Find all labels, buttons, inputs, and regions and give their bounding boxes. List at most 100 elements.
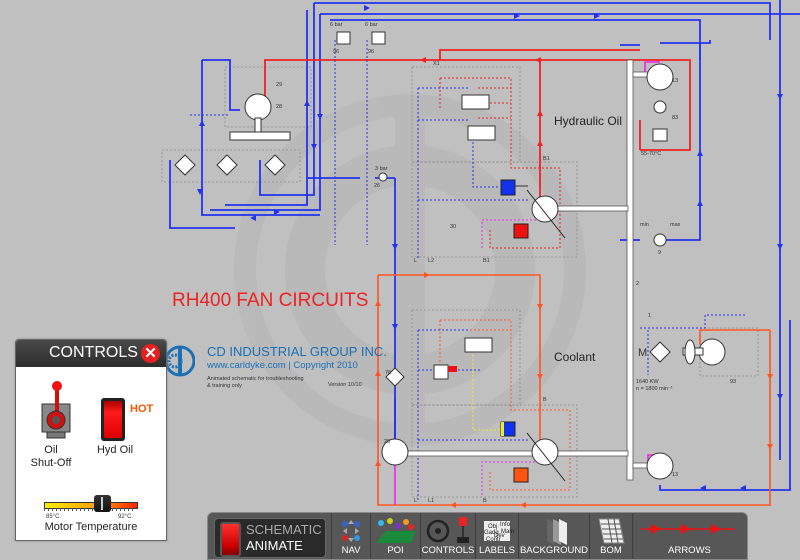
mode-animate-label: ANIMATE	[246, 538, 303, 553]
label-96-right: 96	[368, 49, 374, 55]
label-3bar: 3 bar	[375, 166, 388, 172]
valve-hyd-1	[461, 94, 490, 110]
coolant-lines	[377, 274, 771, 506]
suction-pilot-lines	[481, 219, 545, 495]
label-b-bottom: B	[483, 498, 487, 504]
cylinder-orange-coolant	[513, 467, 529, 483]
svg-text:Obj: Obj	[488, 524, 497, 530]
cylinder-blue-hyd	[500, 179, 528, 196]
steering-joystick-icon	[426, 517, 469, 543]
fan-motor-hyd	[229, 93, 291, 141]
hyd-oil-label: Hyd Oil	[96, 444, 134, 456]
svg-text:Main: Main	[501, 529, 514, 535]
label-6bar-left: 6 bar	[330, 22, 343, 28]
label-13-bottom: 13	[672, 472, 678, 478]
label-9: 9	[658, 250, 661, 256]
label-28: 28	[276, 104, 282, 110]
pressure-arrows	[420, 57, 543, 146]
label-motor-power: 1640 KW	[636, 379, 659, 385]
toolbar-controls-button[interactable]: CONTROLS	[421, 513, 476, 559]
controls-panel-title: CONTROLS	[49, 344, 138, 361]
label-b1-top: B1	[543, 156, 550, 162]
bottom-toolbar: SCHEMATIC ANIMATE NAV POI CONTROLS	[207, 512, 748, 560]
thermostat-valve	[652, 100, 668, 142]
relief-valve-96-right	[371, 31, 386, 45]
labels-label: LABELS	[479, 545, 515, 556]
section-label-coolant: Coolant	[554, 350, 596, 364]
coolant-arrows	[375, 272, 773, 508]
cd-industrial-logo-icon	[165, 345, 195, 377]
pump-20	[381, 438, 409, 466]
schematic-animate-toggle[interactable]: SCHEMATIC ANIMATE	[208, 513, 332, 559]
oil-shutoff-lever[interactable]	[38, 378, 78, 444]
relief-valve-96-left	[336, 31, 351, 45]
temperature-slider-thumb[interactable]	[93, 495, 111, 512]
toolbar-nav-button[interactable]: NAV	[332, 513, 371, 559]
coolers	[174, 154, 671, 363]
label-motor-speed: n = 1800 min⁻¹	[636, 386, 673, 392]
svg-text:Gadg: Gadg	[484, 530, 499, 536]
controls-label: CONTROLS	[421, 545, 475, 556]
labels-icon: Obj Info Gadg Main Dev Contr	[484, 521, 514, 543]
toolbar-poi-button[interactable]: POI	[371, 513, 421, 559]
toolbar-labels-button[interactable]: Obj Info Gadg Main Dev Contr LABELS	[476, 513, 519, 559]
close-icon[interactable]: ✕	[141, 344, 160, 363]
toolbar-arrows-button[interactable]: ARROWS	[633, 513, 746, 559]
label-20: 20	[384, 439, 390, 445]
label-max: max	[670, 222, 681, 228]
filter-76	[385, 367, 405, 387]
motor-temperature-label: Motor Temperature	[44, 521, 138, 533]
hyd-oil-toggle-switch[interactable]	[101, 398, 125, 441]
label-29: 29	[276, 82, 282, 88]
label-l1: L1	[428, 498, 434, 504]
nav-label: NAV	[341, 545, 361, 556]
level-gauge	[653, 233, 667, 247]
label-30: 30	[450, 224, 456, 230]
pressure-lines	[264, 49, 691, 200]
label-l-top: L	[414, 258, 417, 264]
section-label-hydraulic-oil: Hydraulic Oil	[554, 114, 623, 128]
background-label: BACKGROUND	[519, 545, 589, 556]
toolbar-background-button[interactable]: BACKGROUND	[519, 513, 590, 559]
temp-min-label: 85°C	[46, 514, 60, 520]
controls-panel: CONTROLS ✕ Oil Shut-Off HOT Hyd Oil 85°C…	[15, 339, 167, 541]
svg-text:Info: Info	[500, 522, 511, 528]
label-b1-bottom: B1	[483, 258, 490, 264]
toolbar-bom-button[interactable]: BOM	[590, 513, 633, 559]
company-url[interactable]: www.carldyke.com | Copyright 2010	[207, 360, 358, 371]
label-min: min	[640, 222, 649, 228]
schematic-title: RH400 FAN CIRCUITS	[172, 290, 369, 311]
cylinder-red-hyd	[513, 223, 529, 239]
pins-icon	[376, 518, 416, 543]
variable-pump-hyd	[526, 189, 566, 239]
variable-pump-coolant	[526, 432, 566, 482]
label-93: 93	[730, 379, 736, 385]
arrows-label: ARROWS	[668, 545, 711, 556]
label-x1: X1	[433, 61, 440, 67]
label-1: 1	[648, 313, 651, 319]
label-motor-m: M	[638, 347, 647, 359]
label-13-top: 13	[672, 78, 678, 84]
temp-max-label: 92°C	[118, 514, 132, 520]
pressure-pilot-lines	[439, 77, 561, 249]
label-b-coolant: B	[543, 397, 547, 403]
label-76: 76	[385, 370, 391, 376]
watermark-logo	[234, 94, 586, 446]
svg-text:Contr: Contr	[486, 537, 501, 543]
label-2: 2	[636, 281, 639, 287]
pump-13-bottom	[646, 452, 674, 480]
poi-label: POI	[387, 545, 404, 556]
label-83: 83	[672, 115, 678, 121]
label-96-left: 96	[333, 49, 339, 55]
hyd-oil-status: HOT	[130, 403, 154, 415]
return-lines	[169, 0, 800, 491]
bom-label: BOM	[600, 545, 622, 556]
valve-coolant-1	[464, 337, 493, 353]
controls-panel-header[interactable]: CONTROLS ✕	[16, 340, 166, 367]
mode-switch-icon	[220, 522, 241, 557]
label-l2: L2	[428, 258, 434, 264]
label-l-bottom: L	[414, 498, 417, 504]
label-temp-range: 55-70°C	[641, 151, 661, 157]
valve-coolant-2	[433, 364, 457, 380]
